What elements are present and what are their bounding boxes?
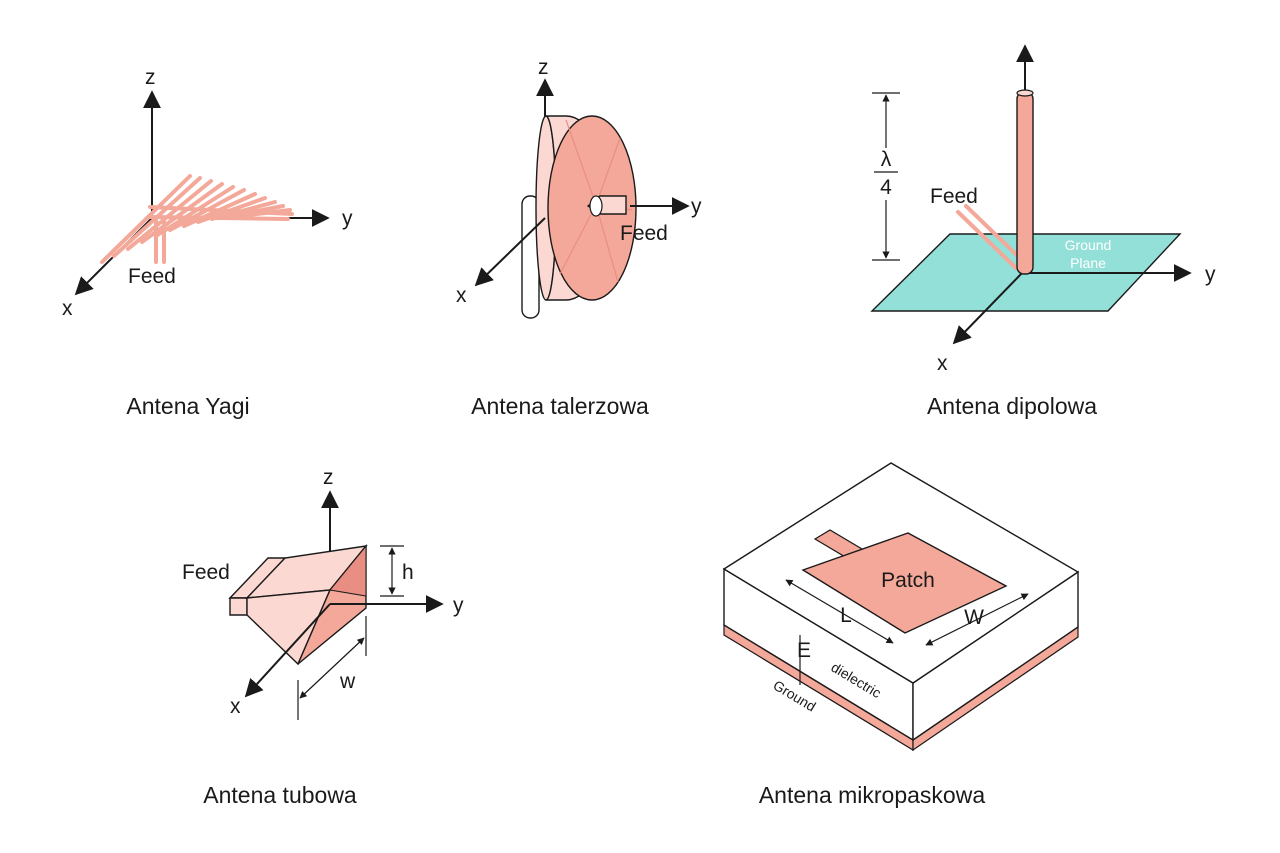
horn-h-dimension — [380, 545, 404, 597]
yagi-x-label: x — [62, 297, 73, 320]
dipole-x-label: x — [937, 352, 948, 375]
dipole-y-label: y — [1205, 263, 1216, 286]
patch-dimensions — [785, 579, 1029, 685]
dipole-antenna-figure: λ 4 Feed Ground Plane y x Antena dipolow… — [870, 44, 1216, 419]
horn-feed-label: Feed — [182, 561, 230, 584]
dish-x-label: x — [456, 284, 467, 307]
quarter-wavelength-dimension — [872, 92, 900, 261]
dipole-element — [1016, 91, 1034, 275]
horn-z-label: z — [323, 466, 334, 489]
horn-w-dimension — [297, 616, 367, 720]
ground-plane-label-2: Plane — [1070, 255, 1106, 271]
ground-plane-label-1: Ground — [1065, 237, 1112, 253]
dish-feed-horn — [586, 195, 627, 217]
dipole-feed-lines — [956, 204, 1026, 270]
dish-x-axis — [474, 217, 546, 287]
horn-caption: Antena tubowa — [203, 782, 357, 808]
dish-antenna-figure: z y x Feed Antena talerzowa — [456, 56, 702, 419]
yagi-caption: Antena Yagi — [126, 393, 249, 419]
horn-w-label: w — [339, 670, 356, 693]
patch-W-label: W — [964, 606, 984, 629]
horn-antenna-figure: z y x h w Feed Antena tubowa — [182, 466, 464, 808]
dipole-caption: Antena dipolowa — [927, 393, 1097, 419]
patch-L-label: L — [840, 604, 852, 627]
horn-y-label: y — [453, 594, 464, 617]
yagi-antenna-figure: z y x Feed Antena Yagi — [62, 66, 353, 419]
dish-z-label: z — [538, 56, 549, 79]
dish-feed-label: Feed — [620, 222, 668, 245]
four-label: 4 — [880, 176, 892, 199]
yagi-elements — [100, 174, 294, 264]
patch-label: Patch — [881, 569, 935, 592]
horn-h-label: h — [402, 561, 414, 584]
horn-x-axis — [244, 603, 331, 698]
yagi-y-label: y — [342, 207, 353, 230]
dipole-x-axis — [952, 272, 1023, 345]
yagi-feed-label: Feed — [128, 265, 176, 288]
dish-caption: Antena talerzowa — [471, 393, 649, 419]
yagi-z-label: z — [145, 66, 156, 89]
patch-E-label: E — [797, 639, 811, 662]
dish-y-label: y — [691, 195, 702, 218]
lambda-label: λ — [881, 148, 892, 171]
patch-antenna-figure: Patch L W E dielectric Ground Antena mik… — [722, 462, 1080, 808]
horn-x-label: x — [230, 695, 241, 718]
patch-caption: Antena mikropaskowa — [759, 782, 985, 808]
dipole-feed-label: Feed — [930, 185, 978, 208]
